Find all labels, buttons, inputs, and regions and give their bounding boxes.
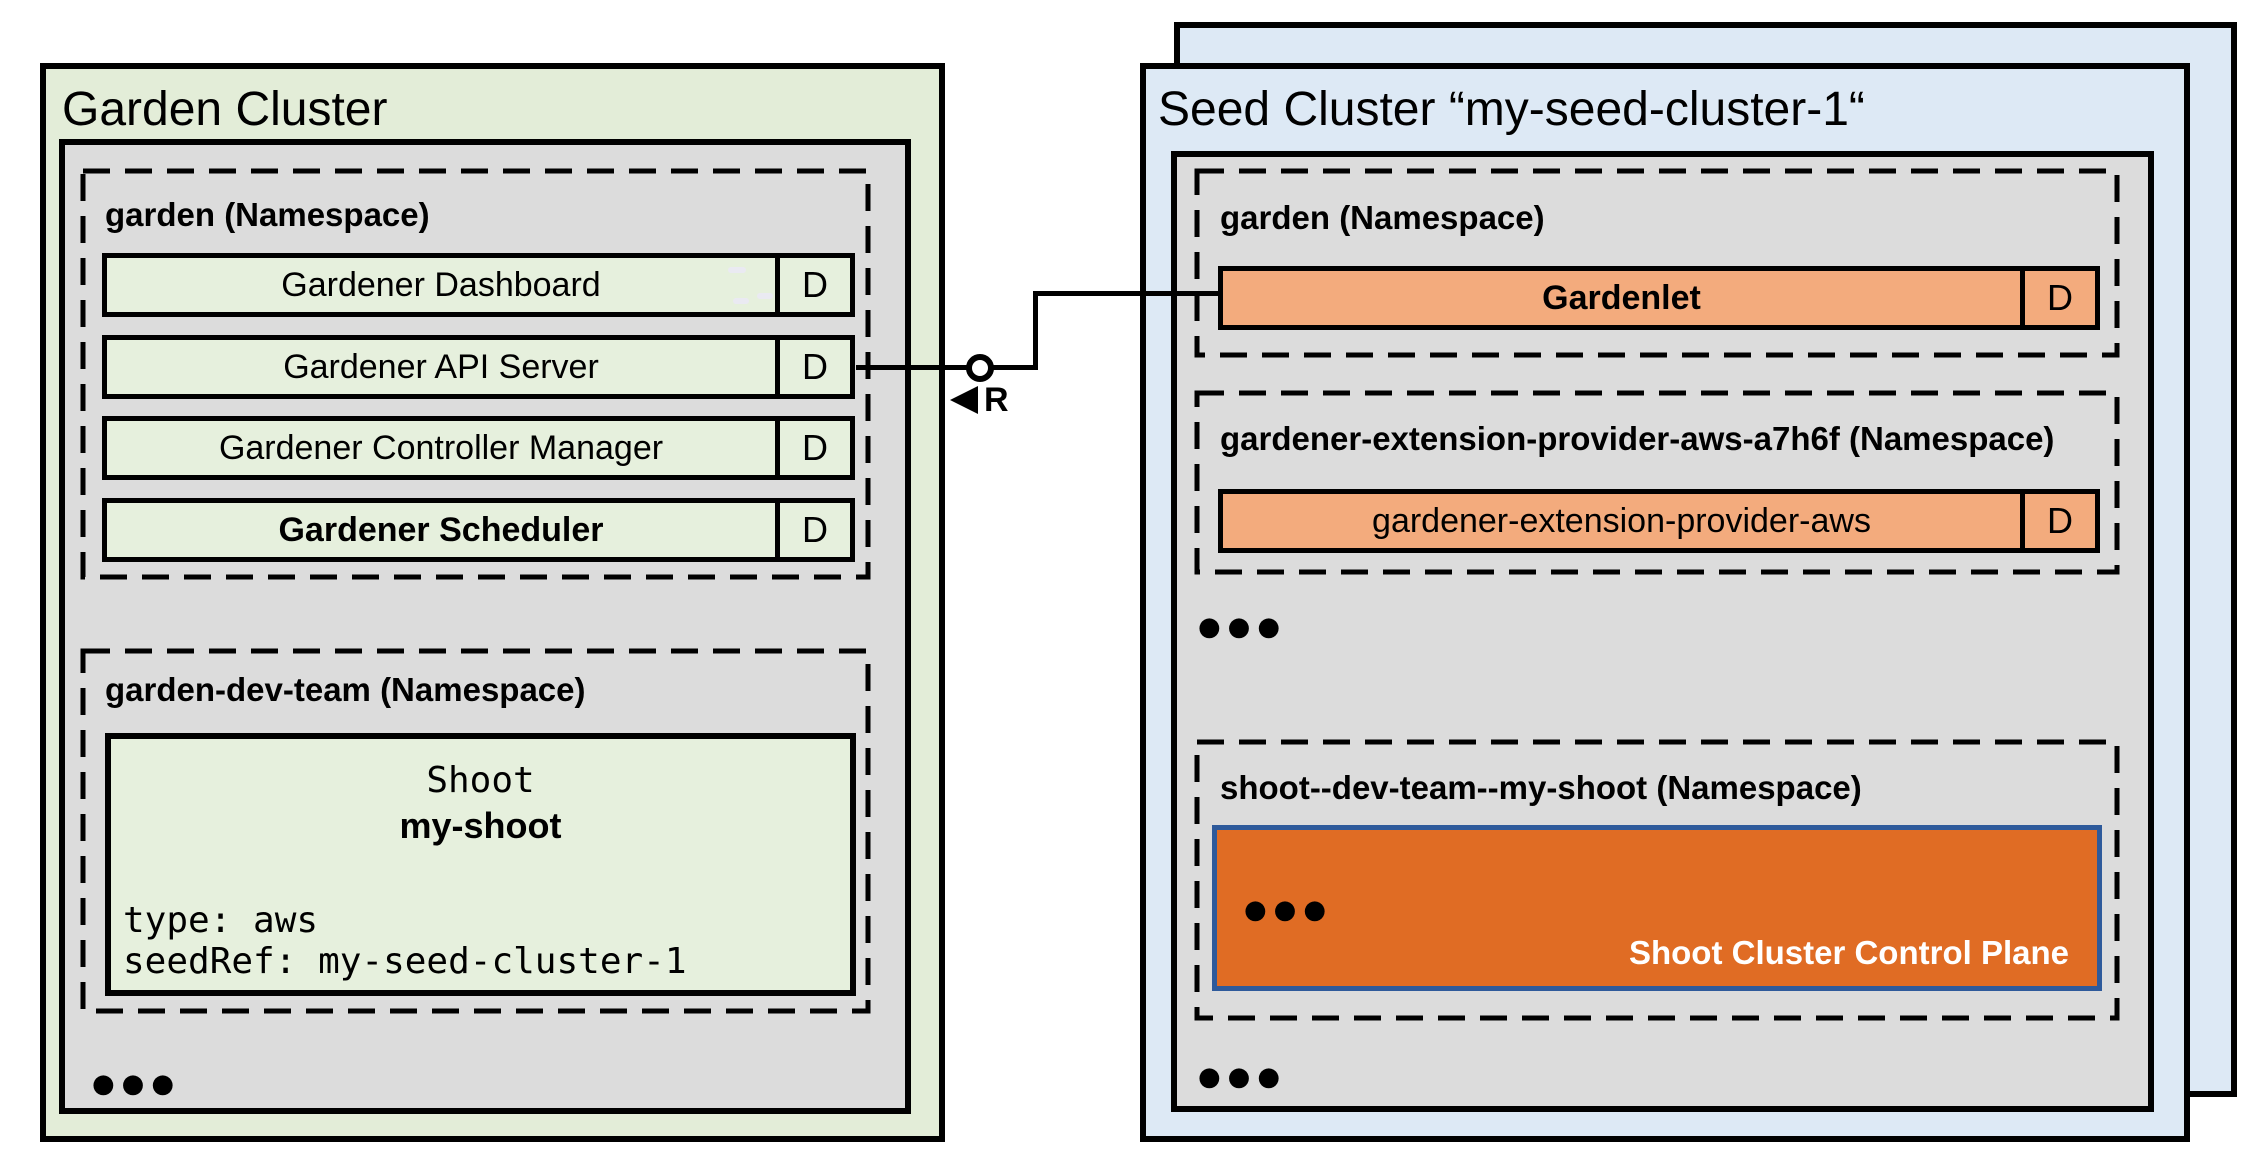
deployment-badge: D — [775, 503, 850, 557]
dashed-border — [1194, 168, 2120, 358]
component-row-gardenlet: Gardenlet D — [1218, 266, 2100, 330]
seed-cluster-box: Seed Cluster “my-seed-cluster-1“ garden … — [1140, 63, 2190, 1142]
garden-namespace-label: garden (Namespace) — [105, 196, 430, 233]
extension-namespace-box: gardener-extension-provider-aws-a7h6f (N… — [1194, 390, 2120, 575]
connector-line-from-api-server — [856, 365, 996, 370]
extension-namespace-label: gardener-extension-provider-aws-a7h6f (N… — [1220, 420, 2055, 457]
shoot-kind-text: Shoot — [426, 760, 535, 801]
component-label: Gardenlet — [1542, 278, 1701, 317]
component-row-extension-provider-aws: gardener-extension-provider-aws D — [1218, 489, 2100, 553]
seed-garden-namespace-label: garden (Namespace) — [1220, 199, 1545, 236]
connector-line-to-gardenlet — [1033, 291, 1223, 296]
seed-garden-namespace-box: garden (Namespace) Gardenlet D — [1194, 168, 2120, 358]
shoot-resource-box: Shoot my-shoot type: aws seedRef: my-see… — [105, 733, 856, 996]
artifact-dash — [728, 267, 746, 273]
component-row-gardener-scheduler: Gardener Scheduler D — [102, 498, 855, 562]
connector-line-mid — [994, 365, 1036, 370]
interface-circle — [966, 354, 994, 382]
deployment-badge: D — [775, 258, 850, 312]
watch-direction-arrow-icon — [950, 386, 978, 414]
shoot-namespace-box: shoot--dev-team--my-shoot (Namespace) ●●… — [1194, 739, 2120, 1021]
dashed-border — [1194, 390, 2120, 575]
garden-dev-team-namespace-label: garden-dev-team (Namespace) — [105, 671, 586, 708]
artifact-dash — [757, 293, 773, 299]
dashed-border — [80, 648, 871, 1014]
garden-cluster-box: Garden Cluster garden (Namespace) Garden… — [40, 63, 945, 1142]
component-label: gardener-extension-provider-aws — [1372, 501, 1871, 540]
component-label: Gardener Controller Manager — [218, 428, 664, 467]
artifact-dash — [733, 298, 749, 304]
shoot-cluster-control-plane-box: ●●● Shoot Cluster Control Plane — [1212, 825, 2102, 991]
ellipsis-more-extensions: ●●● — [1198, 612, 1288, 642]
garden-namespace-box: garden (Namespace) Gardener Dashboard D … — [80, 168, 871, 580]
component-label: Gardener API Server — [283, 347, 599, 386]
component-label: Gardener Dashboard — [281, 265, 601, 304]
shoot-namespace-label: shoot--dev-team--my-shoot (Namespace) — [1220, 769, 1862, 806]
garden-cluster-inner-panel: garden (Namespace) Gardener Dashboard D … — [59, 139, 911, 1114]
component-label: Gardener Scheduler — [278, 510, 604, 549]
control-plane-caption: Shoot Cluster Control Plane — [1628, 934, 2069, 971]
garden-dev-team-namespace-box: garden-dev-team (Namespace) Shoot my-sho… — [80, 648, 871, 1014]
garden-cluster-title: Garden Cluster — [62, 83, 388, 136]
dashed-border — [80, 168, 871, 580]
component-row-gardener-api-server: Gardener API Server D — [102, 335, 855, 399]
ellipsis-more-namespaces: ●●● — [92, 1069, 182, 1099]
deployment-badge: D — [2020, 494, 2095, 548]
deployment-badge: D — [775, 421, 850, 475]
component-row-gardener-dashboard: Gardener Dashboard D — [102, 253, 855, 317]
dashed-border — [1194, 739, 2120, 1021]
deployment-badge: D — [2020, 271, 2095, 325]
shoot-spec-type: type: aws — [123, 900, 319, 941]
deployment-badge: D — [775, 340, 850, 394]
shoot-spec-seedref: seedRef: my-seed-cluster-1 — [123, 941, 687, 982]
component-row-gardener-controller-manager: Gardener Controller Manager D — [102, 416, 855, 480]
shoot-name-text: my-shoot — [399, 805, 562, 846]
connector-relation-label: R — [984, 381, 1009, 419]
seed-cluster-title: Seed Cluster “my-seed-cluster-1“ — [1158, 83, 1865, 136]
seed-cluster-inner-panel: garden (Namespace) Gardenlet D gardener-… — [1171, 151, 2154, 1112]
connector-line-vertical — [1033, 293, 1038, 370]
ellipsis-more-shoot-namespaces: ●●● — [1198, 1062, 1288, 1092]
ellipsis-control-plane-components: ●●● — [1244, 895, 1334, 925]
